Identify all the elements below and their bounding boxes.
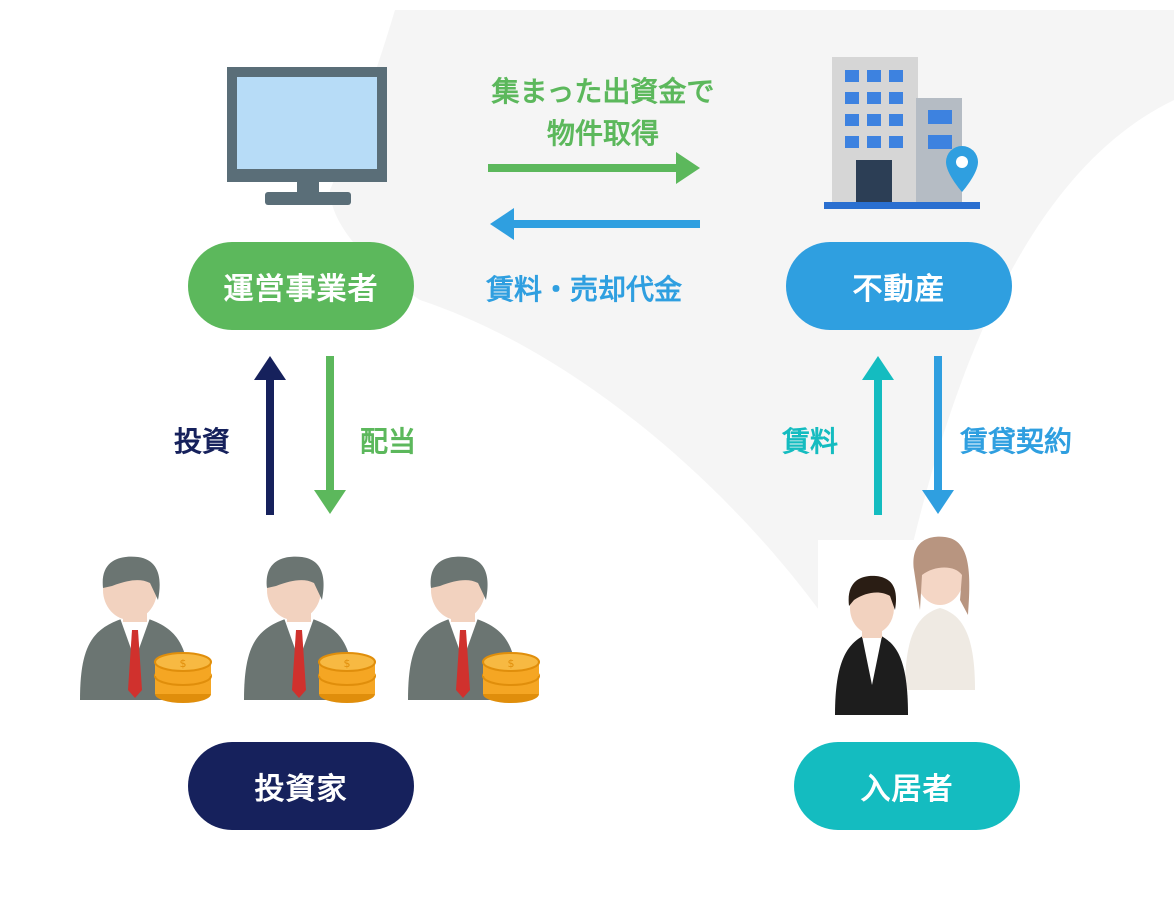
tenant-couple-icon (818, 536, 988, 720)
arrow-proceeds (490, 208, 700, 240)
coin-stack-icon: $ (318, 652, 376, 703)
background-swoosh (330, 10, 1174, 640)
arrow-lease (922, 356, 954, 514)
node-tenants: 入居者 (794, 742, 1020, 830)
svg-text:$: $ (180, 657, 187, 670)
coin-stack-icon: $ (154, 652, 212, 703)
building-icon (824, 57, 980, 209)
arrow-rent (862, 356, 894, 515)
investor-figure-2: $ (244, 556, 376, 703)
label-investment: 投資 (174, 425, 231, 458)
label-rent: 賃料 (782, 425, 839, 458)
svg-text:$: $ (508, 657, 515, 670)
node-real-estate: 不動産 (786, 242, 1012, 330)
label-acquire-line1: 集まった出資金で (491, 75, 715, 108)
label-lease-contract: 賃貸契約 (960, 425, 1073, 458)
arrow-dividend (314, 356, 346, 514)
label-rent-sale-proceeds: 賃料・売却代金 (486, 273, 683, 306)
investor-figure-1: $ (80, 556, 212, 703)
node-investors: 投資家 (188, 742, 414, 830)
investor-figure-3: $ (408, 556, 540, 703)
node-operator: 運営事業者 (188, 242, 414, 330)
arrow-acquire (488, 152, 700, 184)
label-acquire-line2: 物件取得 (546, 117, 659, 150)
label-dividend: 配当 (360, 425, 417, 458)
svg-text:$: $ (344, 657, 351, 670)
arrow-investment (254, 356, 286, 515)
computer-monitor-icon (227, 67, 387, 205)
coin-stack-icon: $ (482, 652, 540, 703)
